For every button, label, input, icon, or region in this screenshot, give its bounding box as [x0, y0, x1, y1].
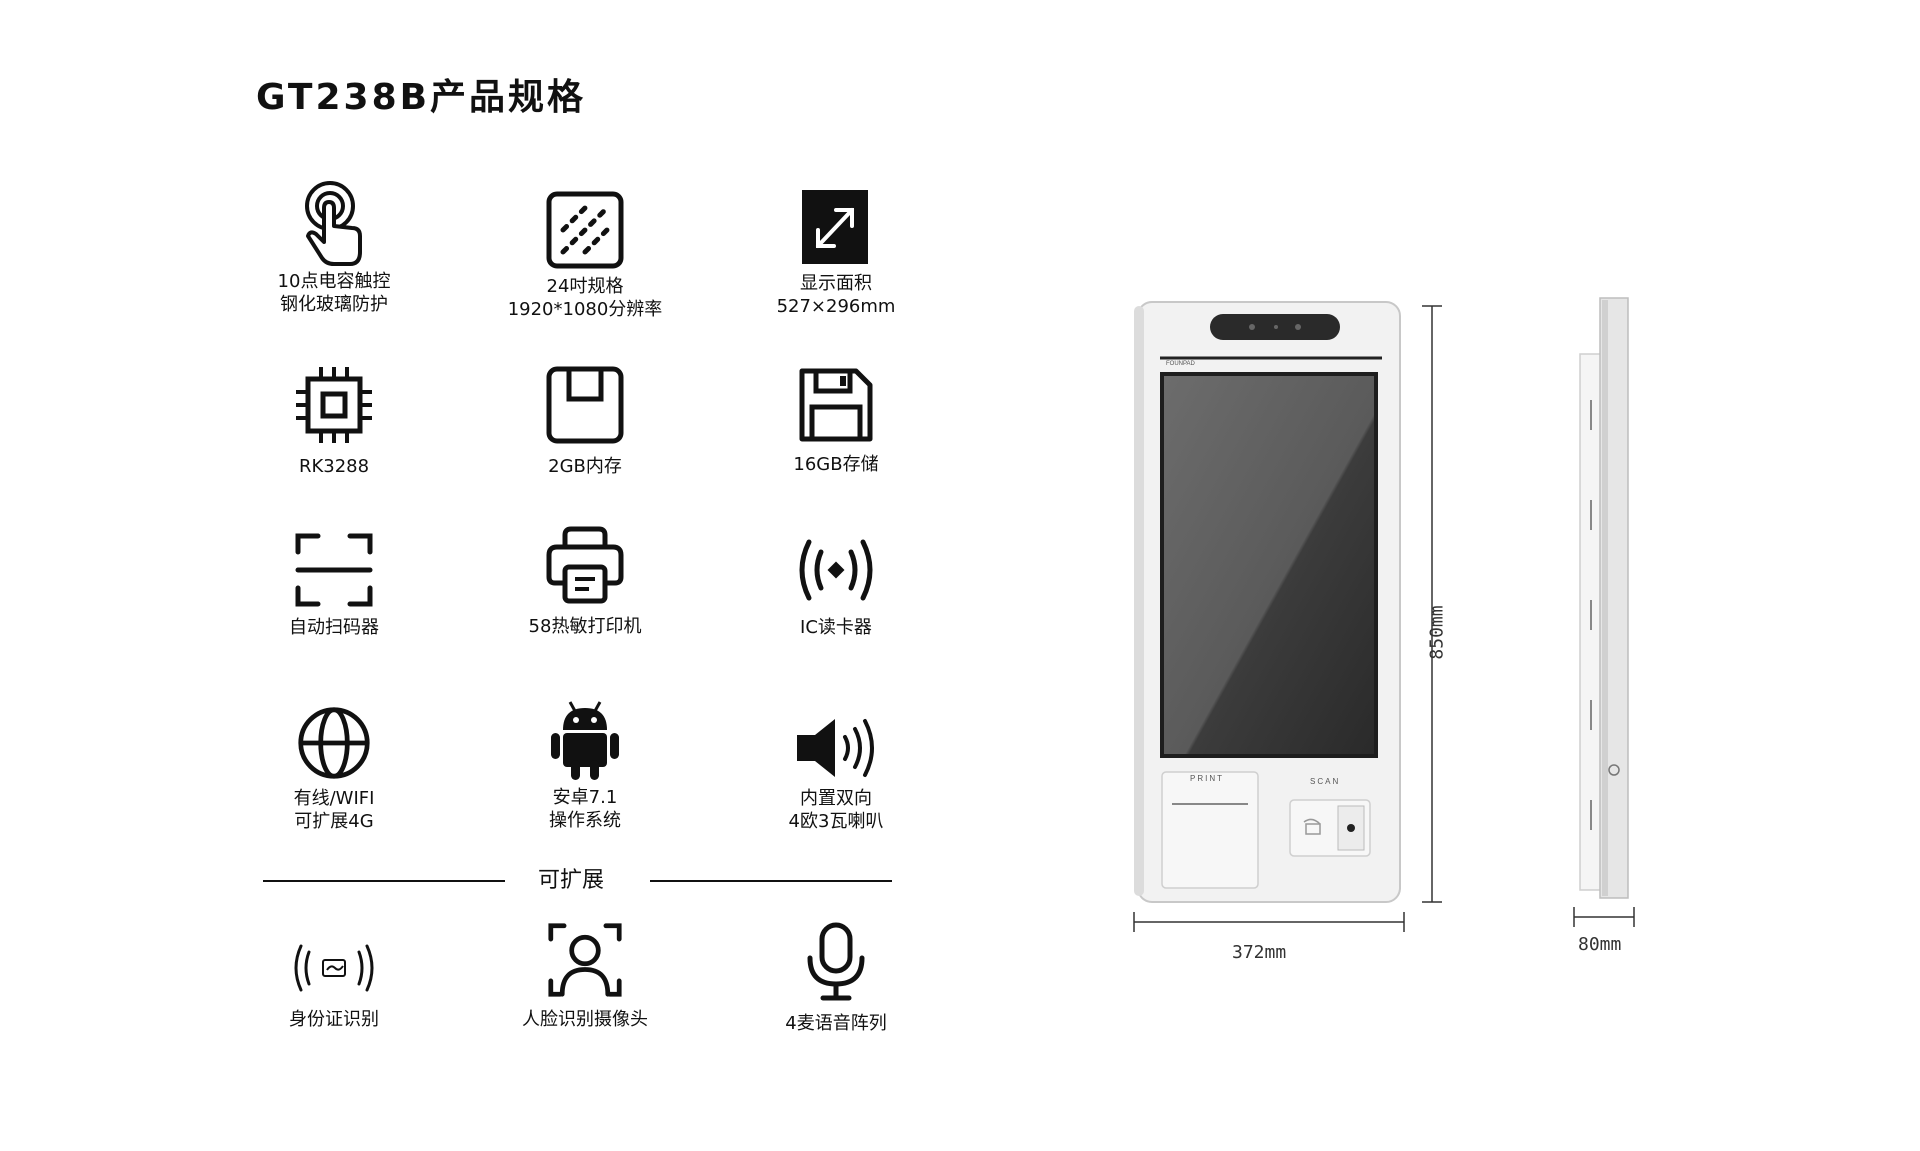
printer-icon: [546, 526, 624, 604]
feature-label: 4欧3瓦喇叭: [788, 811, 884, 832]
storage-icon: [799, 368, 873, 442]
feature-label: 58热敏打印机: [528, 616, 642, 637]
feature-label: 可扩展4G: [294, 811, 374, 832]
expand-label: 可扩展: [538, 868, 605, 893]
feature-label: 人脸识别摄像头: [522, 1009, 648, 1030]
print-label: PRINT: [1190, 774, 1224, 783]
feature-label: 身份证识别: [289, 1009, 379, 1030]
height-label: 850mm: [1426, 605, 1448, 660]
touch-icon: [305, 181, 362, 266]
feature-label: 操作系统: [549, 810, 621, 831]
feature-speaker: 内置双向 4欧3瓦喇叭: [721, 715, 951, 833]
divider-right: [650, 880, 892, 882]
feature-screen-size: 24吋规格 1920*1080分辨率: [470, 190, 700, 321]
feature-touch: 10点电容触控 钢化玻璃防护: [219, 180, 449, 316]
feature-label: 24吋规格: [546, 276, 624, 297]
feature-label: 显示面积: [800, 273, 872, 294]
memory-icon: [546, 366, 624, 444]
width-label: 372mm: [1232, 942, 1287, 963]
id-card-icon: [294, 944, 374, 992]
feature-microphone: 4麦语音阵列: [721, 922, 951, 1035]
globe-icon: [298, 707, 370, 779]
feature-label: 10点电容触控: [277, 271, 391, 292]
speaker-icon: [797, 719, 874, 777]
feature-label: 钢化玻璃防护: [280, 294, 388, 315]
depth-label: 80mm: [1578, 934, 1622, 955]
microphone-icon: [807, 922, 865, 1001]
feature-face-camera: 人脸识别摄像头: [470, 922, 700, 1031]
feature-scanner: 自动扫码器: [219, 530, 449, 639]
android-icon: [551, 701, 619, 780]
face-camera-icon: [548, 923, 622, 997]
feature-ic-reader: IC读卡器: [721, 530, 951, 639]
divider-left: [263, 880, 505, 882]
page-title: GT238B产品规格: [256, 77, 587, 118]
feature-label: 527×296mm: [776, 296, 896, 317]
feature-printer: 58热敏打印机: [470, 525, 700, 638]
feature-cpu: RK3288: [219, 365, 449, 478]
feature-label: RK3288: [298, 456, 370, 477]
feature-storage: 16GB存储: [721, 365, 951, 476]
scan-label: SCAN: [1310, 777, 1341, 786]
feature-label: 2GB内存: [548, 456, 622, 477]
feature-label: IC读卡器: [800, 617, 872, 638]
feature-label: 有线/WIFI: [293, 788, 375, 809]
feature-memory: 2GB内存: [470, 365, 700, 478]
feature-label: 自动扫码器: [289, 617, 379, 638]
device-side-view: [1579, 297, 1629, 899]
feature-label: 16GB存储: [793, 454, 879, 475]
brand-label: FOUNPAD: [1166, 361, 1195, 367]
feature-id-card: 身份证识别: [219, 940, 449, 1031]
feature-label: 安卓7.1: [552, 787, 618, 808]
ic-reader-icon: [799, 539, 873, 601]
feature-label: 1920*1080分辨率: [507, 299, 663, 320]
scanner-icon: [295, 533, 373, 607]
width-dimension-line: [1133, 912, 1405, 932]
height-dimension-line: [1422, 305, 1442, 903]
feature-display-area: 显示面积 527×296mm: [721, 190, 951, 318]
feature-network: 有线/WIFI 可扩展4G: [219, 705, 449, 833]
depth-dimension-line: [1573, 907, 1635, 927]
screen-size-icon: [546, 191, 624, 269]
cpu-chip-icon: [296, 367, 372, 443]
feature-label: 内置双向: [800, 788, 872, 809]
display-area-icon: [802, 190, 868, 264]
feature-os: 安卓7.1 操作系统: [470, 700, 700, 832]
device-front-view: [1134, 301, 1401, 903]
feature-label: 4麦语音阵列: [785, 1013, 887, 1034]
